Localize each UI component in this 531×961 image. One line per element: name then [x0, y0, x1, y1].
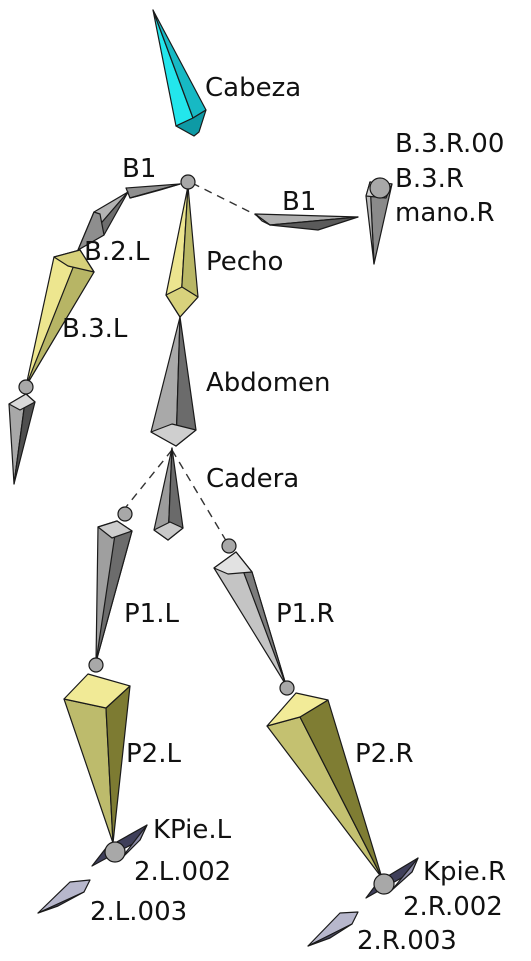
bone-p2-right[interactable]	[266, 692, 383, 879]
bone-b3-left[interactable]	[25, 249, 95, 387]
label-p2l: P2.L	[126, 739, 181, 769]
joint-chest[interactable]	[180, 174, 196, 190]
label-p1l: P1.L	[124, 599, 179, 629]
bone-pecho[interactable]	[165, 185, 199, 318]
label-kpie-r: Kpie.R	[423, 857, 506, 887]
link-chest-to-right-arm	[191, 182, 259, 217]
label-b3r00: B.3.R.00	[395, 129, 504, 159]
label-2l003: 2.L.003	[90, 897, 187, 927]
label-b2l: B.2.L	[84, 237, 150, 267]
bone-p1-right[interactable]	[213, 551, 287, 686]
bone-abdomen[interactable]	[150, 316, 197, 447]
parent-links	[121, 182, 259, 545]
bone-cadera[interactable]	[153, 447, 184, 541]
link-hip-to-right-leg	[171, 449, 229, 545]
joint-right-hip[interactable]	[221, 538, 237, 554]
label-2l002: 2.L.002	[134, 857, 231, 887]
joint-right-hand[interactable]	[369, 177, 391, 199]
bone-b1-left[interactable]	[125, 183, 181, 199]
joint-left-hip[interactable]	[117, 506, 133, 522]
bone-cabeza[interactable]	[152, 9, 207, 137]
label-2r003: 2.R.003	[357, 926, 457, 956]
bone-b2-left[interactable]	[77, 191, 129, 251]
label-b1-right: B1	[282, 187, 316, 217]
joints	[18, 174, 395, 895]
label-b3r: B.3.R	[395, 164, 464, 194]
joint-left-hand[interactable]	[18, 379, 34, 395]
label-abdomen: Abdomen	[206, 368, 331, 398]
bone-p2-left[interactable]	[63, 673, 131, 844]
label-p2r: P2.R	[355, 739, 414, 769]
bone-hand-left[interactable]	[8, 393, 36, 485]
joint-right-ankle[interactable]	[373, 873, 395, 895]
label-pecho: Pecho	[206, 247, 283, 277]
label-kpie-l: KPie.L	[153, 815, 232, 845]
label-2r002: 2.R.002	[403, 892, 503, 922]
joint-left-knee[interactable]	[88, 657, 104, 673]
bone-labels: Cabeza B1 B.3.R.00 B.3.R B1 mano.R B.2.L…	[62, 73, 506, 956]
bone-p1-left[interactable]	[95, 520, 133, 663]
label-mano-r: mano.R	[395, 198, 495, 228]
label-b3l: B.3.L	[62, 314, 128, 344]
bone-b1-right[interactable]	[254, 213, 359, 231]
joint-left-ankle[interactable]	[104, 841, 126, 863]
joint-right-knee[interactable]	[279, 680, 295, 696]
label-cabeza: Cabeza	[205, 73, 301, 103]
label-b1-left: B1	[122, 154, 156, 184]
label-cadera: Cadera	[206, 464, 299, 494]
label-p1r: P1.R	[276, 599, 335, 629]
